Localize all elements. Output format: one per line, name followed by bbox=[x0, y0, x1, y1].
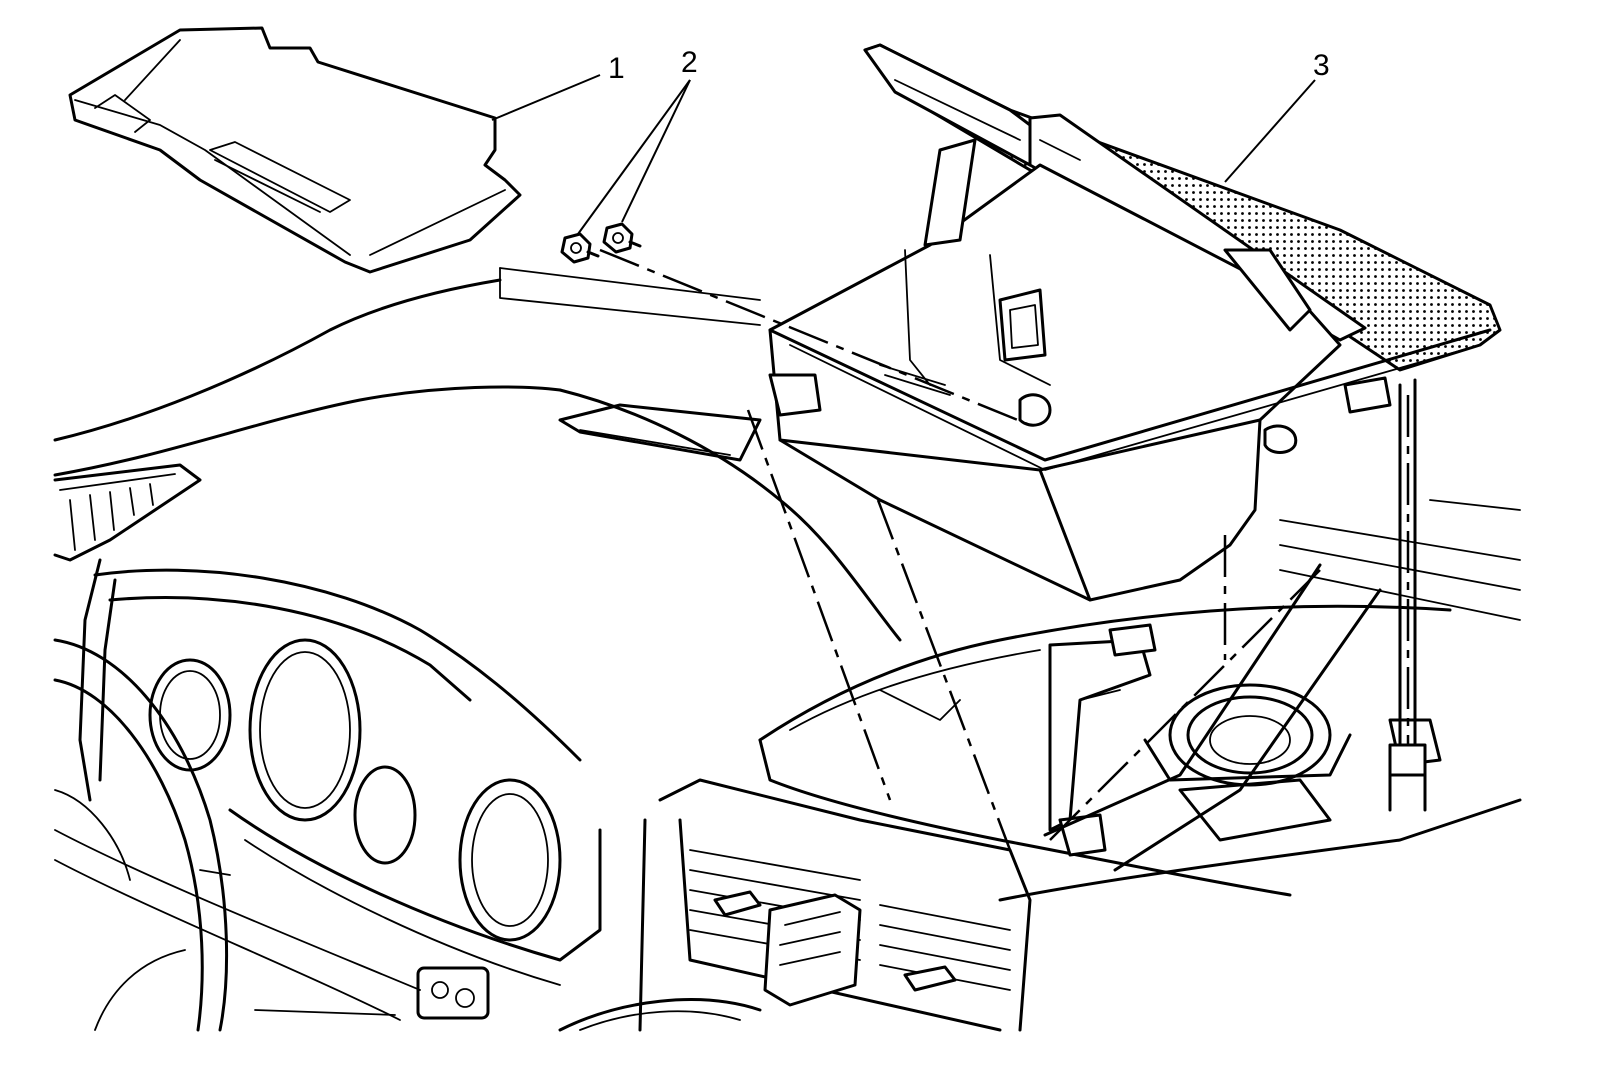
instrument-panel bbox=[53, 267, 902, 1021]
callout-2-label: 2 bbox=[681, 46, 698, 79]
callout-1-label: 1 bbox=[608, 52, 625, 85]
part-2-screws bbox=[560, 222, 642, 264]
dash-cavity bbox=[758, 499, 1522, 902]
callout-3-label: 3 bbox=[1313, 49, 1330, 82]
center-stack bbox=[558, 778, 1032, 1032]
part-1-insulator bbox=[68, 26, 522, 274]
steering-wheel bbox=[53, 638, 231, 1032]
callout-3-leader bbox=[1224, 79, 1316, 183]
callout-2-leader-a bbox=[577, 79, 691, 235]
callout-1-leader bbox=[491, 74, 601, 121]
callout-2-leader-b bbox=[621, 79, 691, 223]
alignment-lines bbox=[599, 248, 1410, 872]
part-3-glove-box bbox=[768, 43, 1502, 812]
